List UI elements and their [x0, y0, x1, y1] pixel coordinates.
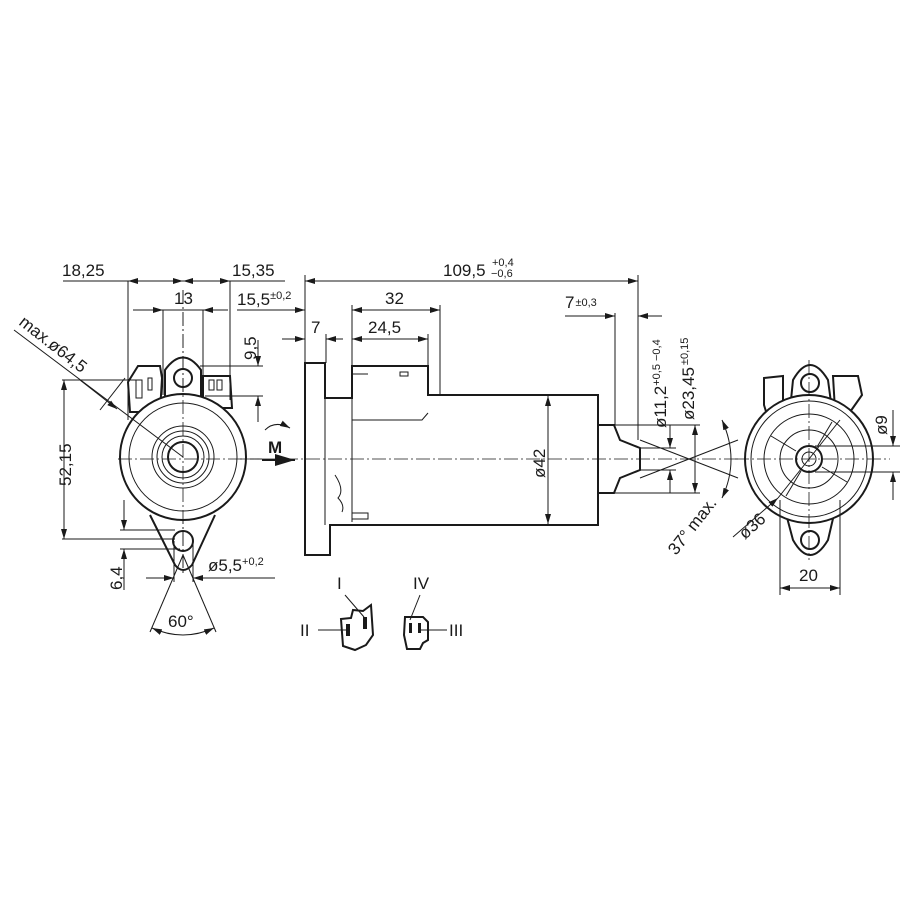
- dim-7: 7: [311, 318, 320, 337]
- dim-angle-37: 37° max.: [664, 494, 720, 559]
- connector-pinout: I II IV III: [300, 574, 463, 652]
- dim-max-diameter: max.ø64,5: [16, 312, 91, 376]
- dim-shaft-diameter: ø11,2+0,5 −0,4: [651, 339, 670, 428]
- side-view: 15,5±0,2 109,5 +0,4 −0,6 32 7 24,5 7±0,3…: [237, 257, 740, 558]
- dim-angle-60: 60°: [168, 612, 194, 631]
- dim-collar-diameter: ø23,45±0,15: [679, 338, 698, 420]
- pin-label-1: I: [337, 574, 342, 593]
- dim-18-25: 18,25: [62, 261, 105, 280]
- dim-width-20: 20: [799, 566, 818, 585]
- dim-32: 32: [385, 289, 404, 308]
- end-view: ø9 ø36 20: [732, 360, 900, 595]
- dim-end-diameter: ø36: [735, 509, 769, 543]
- dim-9-5: 9,5: [241, 336, 260, 360]
- dim-15-5: 15,5±0,2: [237, 290, 291, 309]
- dim-body-diameter: ø42: [530, 449, 549, 478]
- rotation-label: M: [268, 438, 282, 457]
- dim-15-35: 15,35: [232, 261, 275, 280]
- front-view: 18,25 15,35 13 9,5 max.ø64,5 52,15 6,4: [13, 261, 295, 636]
- dim-24-5: 24,5: [368, 318, 401, 337]
- dim-109-5-tol-lower: −0,6: [491, 268, 513, 280]
- dim-13: 13: [174, 289, 193, 308]
- dim-109-5-tol-upper: +0,4: [492, 257, 514, 269]
- dim-hole: ø5,5+0,2: [208, 556, 264, 575]
- dim-shaft-length: 7±0,3: [565, 293, 597, 312]
- dim-109-5: 109,5: [443, 261, 486, 280]
- dim-hub-diameter: ø9: [872, 415, 891, 435]
- pin-label-4: IV: [413, 574, 430, 593]
- pin-label-3: III: [449, 621, 463, 640]
- dim-6-4: 6,4: [107, 566, 126, 590]
- pin-label-2: II: [300, 621, 309, 640]
- dim-52-15: 52,15: [56, 443, 75, 486]
